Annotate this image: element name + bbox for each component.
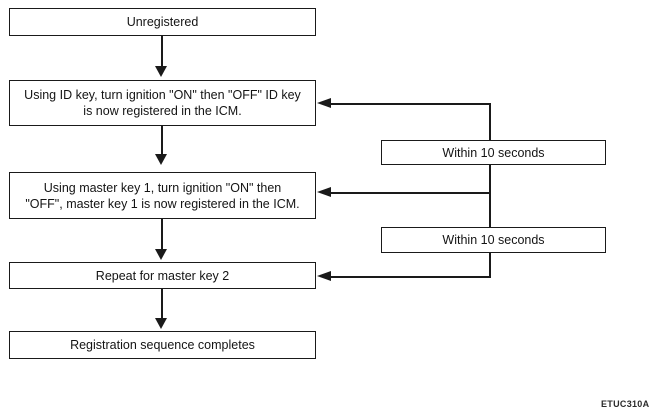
arrow-left-icon xyxy=(317,187,331,197)
arrow-down-icon xyxy=(155,66,167,77)
flow-node-within-10-seconds-1: Within 10 seconds xyxy=(381,140,606,165)
arrow-down-icon xyxy=(155,318,167,329)
flow-node-label-line1: Using ID key, turn ignition "ON" then "O… xyxy=(24,88,301,102)
flow-node-label: Repeat for master key 2 xyxy=(95,268,230,283)
flow-node-label-line2: "OFF", master key 1 is now registered in… xyxy=(25,196,300,211)
flow-node-label: Within 10 seconds xyxy=(442,145,545,160)
flow-node-label: Registration sequence completes xyxy=(70,338,255,352)
document-code: ETUC310A xyxy=(601,399,650,409)
connector-line-repeat-to-complete xyxy=(161,289,163,318)
flow-node-label-line1: Using master key 1, turn ignition "ON" t… xyxy=(43,180,282,195)
arrow-down-icon xyxy=(155,249,167,260)
connector-line-unregistered-to-idkey xyxy=(161,36,163,67)
connector-trunk-segment-middle xyxy=(489,164,491,228)
connector-line-idkey-to-masterkey1 xyxy=(161,126,163,154)
flow-node-registration-complete: Registration sequence completes xyxy=(9,331,316,359)
connector-trunk-segment-bottom xyxy=(489,252,491,278)
flow-node-label-line2: is now registered in the ICM. xyxy=(83,104,242,118)
flow-node-label: Unregistered xyxy=(126,15,199,29)
flow-node-within-10-seconds-2: Within 10 seconds xyxy=(381,227,606,253)
connector-line-into-idkey xyxy=(331,103,491,105)
arrow-left-icon xyxy=(317,98,331,108)
connector-trunk-segment-top xyxy=(489,103,491,141)
connector-line-into-masterkey1 xyxy=(331,192,491,194)
flow-node-master-key1: Using master key 1, turn ignition "ON" t… xyxy=(9,172,316,219)
flow-node-repeat-master-key2: Repeat for master key 2 xyxy=(9,262,316,289)
flow-node-id-key: Using ID key, turn ignition "ON" then "O… xyxy=(9,80,316,126)
connector-line-masterkey1-to-repeat xyxy=(161,219,163,249)
flow-node-unregistered: Unregistered xyxy=(9,8,316,36)
arrow-down-icon xyxy=(155,154,167,165)
connector-line-into-repeat xyxy=(331,276,491,278)
arrow-left-icon xyxy=(317,271,331,281)
flow-node-label: Within 10 seconds xyxy=(442,233,545,247)
